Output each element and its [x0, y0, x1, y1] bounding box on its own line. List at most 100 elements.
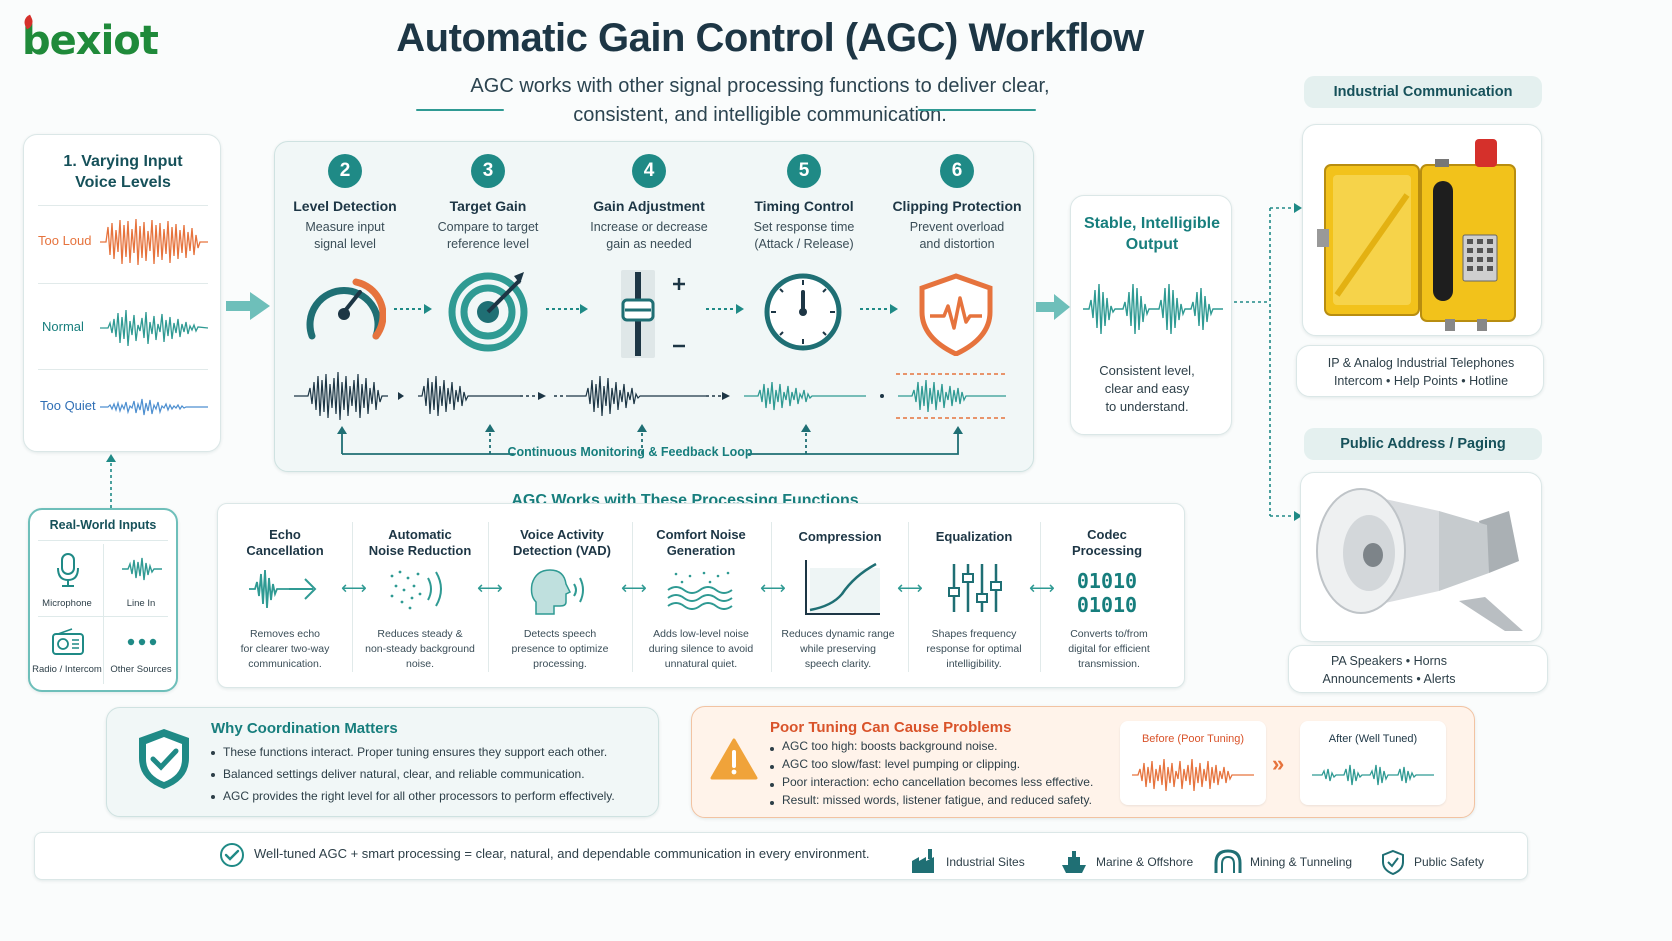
public-address-header: Public Address / Paging [1304, 428, 1542, 460]
pa-devices-box: PA Speakers • Horns Announcements • Aler… [1288, 645, 1548, 693]
title-line: Echo [269, 527, 301, 542]
shield-pulse-icon [919, 273, 993, 356]
desc-line: response for optimal [926, 643, 1022, 655]
clock-icon [764, 273, 842, 351]
bidirectional-arrow-icon: ⟷ [341, 578, 367, 598]
bidirectional-arrow-icon: ⟷ [1029, 578, 1055, 598]
processing-waveform-strip [294, 371, 1008, 421]
poor-tuning-waveform [1132, 758, 1254, 792]
desc-line: processing. [533, 658, 587, 670]
bidirectional-arrow-icon: ⟷ [760, 578, 786, 598]
compression-curve-icon [805, 560, 880, 615]
desc-line: Reduces steady & [377, 628, 463, 640]
desc-line: Announcements • Alerts [1322, 672, 1456, 686]
list-item: AGC too slow/fast: level pumping or clip… [770, 755, 1110, 773]
application-connector-lines [1234, 203, 1302, 521]
noise-reduction-icon [390, 570, 442, 610]
target-icon [448, 272, 528, 352]
poor-tuning-title: Poor Tuning Can Cause Problems [770, 719, 1012, 736]
gauge-icon [306, 278, 386, 340]
real-world-title: Real-World Inputs [49, 518, 157, 532]
shield-check-icon [1382, 849, 1404, 875]
step-description: Increase or decrease gain as needed [569, 219, 729, 253]
subtitle-line: consistent, and intelligible communicati… [573, 104, 947, 126]
normal-waveform [100, 309, 208, 347]
up-dotted-arrow [106, 454, 116, 508]
brand-logo: bexiot [21, 14, 159, 64]
title-line: Cancellation [246, 543, 324, 558]
pa-speaker-image [1300, 472, 1542, 642]
list-item: AGC provides the right level for all oth… [211, 785, 651, 807]
title-line: Codec [1087, 527, 1127, 542]
microphone-icon [57, 553, 79, 587]
level-label-quiet: Too Quiet [40, 398, 96, 413]
desc-line: noise. [405, 658, 435, 670]
title-line: Generation [666, 543, 736, 558]
after-tuning-card: After (Well Tuned) [1300, 721, 1446, 805]
echo-icon [249, 569, 317, 609]
input-label: Radio / Intercom [32, 664, 102, 675]
desc-line: communication. [248, 658, 322, 670]
divider [38, 283, 208, 284]
well-tuned-waveform [1312, 764, 1434, 786]
desc-line: during silence to avoid [648, 643, 754, 655]
list-item: These functions interact. Proper tuning … [211, 741, 651, 763]
desc-line: Increase or decrease [590, 220, 708, 234]
double-chevron-icon: » [1272, 751, 1285, 776]
page-subtitle: AGC works with other signal processing f… [420, 72, 1100, 130]
equalizer-icon [948, 564, 1002, 612]
industrial-telephone-image [1302, 124, 1542, 336]
divider [38, 540, 168, 541]
column-divider [632, 522, 633, 672]
bidirectional-arrow-icon: ⟷ [477, 578, 503, 598]
desc-line: unnatural quiet. [664, 658, 738, 670]
input-label: Other Sources [110, 664, 172, 675]
sector-mining: Mining & Tunneling [1214, 849, 1352, 875]
step-number-badge: 2 [328, 154, 362, 188]
desc-line: Adds low-level noise [653, 628, 749, 640]
comfort-noise-icon [667, 571, 733, 610]
logo-text: bexiot [22, 18, 159, 64]
stable-output-waveform [1083, 283, 1223, 335]
coordination-list: These functions interact. Proper tuning … [211, 741, 651, 807]
industrial-communication-header: Industrial Communication [1304, 76, 1542, 108]
desc-line: PA Speakers • Horns [1330, 654, 1447, 668]
step-number-badge: 3 [471, 154, 505, 188]
industrial-telephone-icon [1317, 139, 1516, 331]
after-label: After (Well Tuned) [1328, 733, 1418, 745]
desc-line: presence to optimize [511, 643, 609, 655]
quiet-waveform [100, 398, 208, 416]
dotted-arrow-icon [706, 304, 744, 314]
title-line: Processing [1071, 543, 1143, 558]
dotted-arrow-icon [860, 304, 898, 314]
desc-line: Compare to target [437, 220, 539, 234]
title-line: Output [1125, 236, 1179, 253]
feedback-loop-label: Continuous Monitoring & Feedback Loop [507, 445, 753, 459]
function-title: Compression [775, 529, 905, 545]
loud-waveform [100, 218, 208, 266]
feedback-loop-lines [337, 424, 963, 455]
page-title: Automatic Gain Control (AGC) Workflow [396, 16, 1144, 60]
step-number-badge: 6 [940, 154, 974, 188]
desc-line: Measure input [305, 220, 385, 234]
real-world-inputs-panel: Real-World Inputs Microphone Line In Rad… [28, 508, 178, 692]
title-line: Equalization [935, 529, 1013, 544]
subtitle-line: AGC works with other signal processing f… [470, 75, 1050, 97]
desc-line: to understand. [1105, 399, 1189, 414]
flow-arrow-icon [226, 292, 270, 320]
desc-line: and distortion [919, 237, 995, 251]
step-title: Gain Adjustment [593, 198, 705, 214]
title-line: Stable, Intelligible [1083, 215, 1221, 232]
coordination-title: Why Coordination Matters [211, 720, 398, 737]
sector-public-safety: Public Safety [1380, 849, 1484, 875]
title-line: Detection (VAD) [513, 543, 611, 558]
output-panel: Stable, Intelligible Output Consistent l… [1070, 195, 1232, 435]
sector-label: Marine & Offshore [1096, 855, 1194, 869]
desc-line: gain as needed [606, 237, 692, 251]
title-line: Noise Reduction [368, 543, 472, 558]
